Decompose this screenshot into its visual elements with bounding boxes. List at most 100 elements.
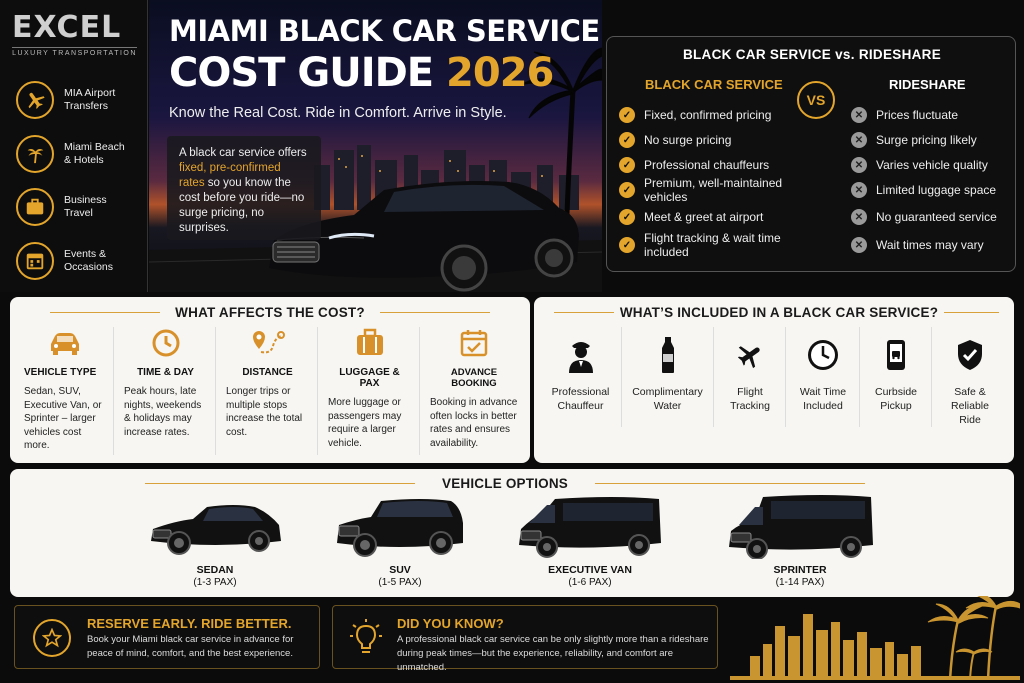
sidebar-item-events[interactable]: Events & Occasions xyxy=(16,239,146,283)
factor-head: TIME & DAY xyxy=(137,367,194,378)
list-item: ✓Premium, well-maintained vehicles xyxy=(619,176,819,204)
vehicle-pax: (1-6 PAX) xyxy=(568,577,612,588)
clock-icon xyxy=(124,327,207,359)
sidebar-item-label: Business Travel xyxy=(64,194,107,219)
list-item: ✓Meet & greet at airport xyxy=(619,207,819,227)
route-icon xyxy=(226,327,309,359)
did-you-know-text: A professional black car service can be … xyxy=(397,634,709,673)
x-icon: ✕ xyxy=(851,237,867,253)
vehicle-pax: (1-3 PAX) xyxy=(193,577,237,588)
factor-time-day: TIME & DAY Peak hours, late nights, week… xyxy=(116,327,216,455)
hero-title-year: 2026 xyxy=(446,50,554,96)
included-text: Complimentary Water xyxy=(632,386,703,412)
list-item: ✕Varies vehicle quality xyxy=(851,155,1011,175)
included-text: Flight Tracking xyxy=(730,386,770,412)
hero-banner: MIAMI BLACK CAR SERVICE COST GUIDE 2026 … xyxy=(149,0,602,292)
skyline-decoration xyxy=(730,596,1020,680)
vehicle-name: SUV xyxy=(389,564,411,576)
airplane-icon xyxy=(714,335,785,375)
cost-factors-panel: WHAT AFFECTS THE COST? VEHICLE TYPE Seda… xyxy=(10,297,530,463)
included-safe-ride: Safe & Reliable Ride xyxy=(932,327,1008,427)
clock-icon xyxy=(786,335,859,375)
sidebar-item-label: MIA Airport Transfers xyxy=(64,87,116,112)
star-icon xyxy=(33,619,71,657)
comparison-left-list: ✓Fixed, confirmed pricing ✓No surge pric… xyxy=(619,105,819,259)
vehicle-options-title: VEHICLE OPTIONS xyxy=(441,476,569,491)
included-panel: WHAT’S INCLUDED IN A BLACK CAR SERVICE? … xyxy=(534,297,1014,463)
included-text: Safe & Reliable Ride xyxy=(951,386,989,426)
included-title: WHAT’S INCLUDED IN A BLACK CAR SERVICE? xyxy=(619,305,939,320)
factor-distance: DISTANCE Longer trips or multiple stops … xyxy=(218,327,318,455)
shield-check-icon xyxy=(932,335,1008,375)
factor-head: LUGGAGE & PAX xyxy=(339,367,400,389)
x-icon: ✕ xyxy=(851,182,867,198)
hero-title-cost-guide: COST GUIDE xyxy=(169,50,434,96)
included-flight-tracking: Flight Tracking xyxy=(714,327,786,427)
vehicle-name: EXECUTIVE VAN xyxy=(548,564,632,576)
x-icon: ✕ xyxy=(851,107,867,123)
sidebar-item-business[interactable]: Business Travel xyxy=(16,185,146,229)
hero-box-post: so you know the cost before you ride—no … xyxy=(179,177,305,234)
vehicle-sprinter[interactable]: SPRINTER (1-14 PAX) xyxy=(710,493,890,599)
suv-image xyxy=(337,499,463,557)
executive-van-image xyxy=(519,497,661,558)
x-icon: ✕ xyxy=(851,209,867,225)
factor-luggage: LUGGAGE & PAX More luggage or passengers… xyxy=(320,327,420,455)
calendar-check-icon xyxy=(430,327,518,359)
hero-illustration xyxy=(149,47,602,292)
sidebar: EXCEL LUXURY TRANSPORTATION MIA Airport … xyxy=(0,0,148,292)
reserve-head: RESERVE EARLY. RIDE BETTER. xyxy=(87,616,292,631)
list-item: ✕Wait times may vary xyxy=(851,235,1011,255)
vehicle-executive-van[interactable]: EXECUTIVE VAN (1-6 PAX) xyxy=(505,493,675,599)
included-text: Professional Chauffeur xyxy=(551,386,610,412)
sedan-image xyxy=(151,505,281,555)
list-item: ✕Limited luggage space xyxy=(851,180,1011,200)
check-icon: ✓ xyxy=(619,237,635,253)
lightbulb-icon xyxy=(349,618,383,661)
sprinter-image xyxy=(729,495,873,560)
car-icon xyxy=(24,327,105,359)
brand-subtitle: LUXURY TRANSPORTATION xyxy=(12,47,137,57)
list-item: ✕Surge pricing likely xyxy=(851,130,1011,150)
included-text: Curbside Pickup xyxy=(874,386,918,412)
sidebar-item-label: Events & Occasions xyxy=(64,248,114,273)
included-chauffeur: Professional Chauffeur xyxy=(540,327,622,427)
water-bottle-icon xyxy=(622,335,713,375)
pickup-phone-icon xyxy=(860,335,931,375)
sidebar-item-airport[interactable]: MIA Airport Transfers xyxy=(16,78,146,122)
luggage-icon xyxy=(328,327,411,359)
factor-advance-booking: ADVANCE BOOKING Booking in advance often… xyxy=(422,327,526,455)
reserve-box: RESERVE EARLY. RIDE BETTER. Book your Mi… xyxy=(14,605,320,669)
list-item: ✕No guaranteed service xyxy=(851,207,1011,227)
brand-name: EXCEL xyxy=(12,10,122,45)
included-curbside: Curbside Pickup xyxy=(860,327,932,427)
comparison-panel: BLACK CAR SERVICE vs. RIDESHARE BLACK CA… xyxy=(606,36,1016,272)
sidebar-item-miami-beach[interactable]: Miami Beach & Hotels xyxy=(16,132,146,176)
hero-title-line1: MIAMI BLACK CAR SERVICE xyxy=(169,14,600,48)
hero-tagline: Know the Real Cost. Ride in Comfort. Arr… xyxy=(169,105,507,121)
vehicle-sedan[interactable]: SEDAN (1-3 PAX) xyxy=(130,493,300,599)
did-you-know-box: DID YOU KNOW? A professional black car s… xyxy=(332,605,718,673)
list-item: ✓Professional chauffeurs xyxy=(619,155,819,175)
palm-tree-icon xyxy=(16,135,54,173)
factor-head: ADVANCE BOOKING xyxy=(450,367,498,389)
factor-head: VEHICLE TYPE xyxy=(24,367,97,378)
factor-text: More luggage or passengers may require a… xyxy=(328,397,402,449)
list-item: ✕Prices fluctuate xyxy=(851,105,1011,125)
factor-vehicle-type: VEHICLE TYPE Sedan, SUV, Executive Van, … xyxy=(16,327,114,455)
reserve-text: Book your Miami black car service in adv… xyxy=(87,634,294,659)
vehicle-options-panel: VEHICLE OPTIONS SEDAN (1-3 PAX) SUV (1-5… xyxy=(10,469,1014,597)
check-icon: ✓ xyxy=(619,209,635,225)
vehicle-suv[interactable]: SUV (1-5 PAX) xyxy=(320,493,480,599)
comparison-left-head: BLACK CAR SERVICE xyxy=(645,77,783,92)
included-text: Wait Time Included xyxy=(799,386,847,412)
x-icon: ✕ xyxy=(851,132,867,148)
check-icon: ✓ xyxy=(619,182,635,198)
comparison-right-head: RIDESHARE xyxy=(889,77,966,92)
vs-badge: VS xyxy=(797,81,835,119)
chauffeur-icon xyxy=(540,335,621,375)
briefcase-icon xyxy=(16,188,54,226)
list-item: ✓Fixed, confirmed pricing xyxy=(619,105,819,125)
factor-text: Booking in advance often locks in better… xyxy=(430,397,518,449)
airplane-icon xyxy=(16,81,54,119)
